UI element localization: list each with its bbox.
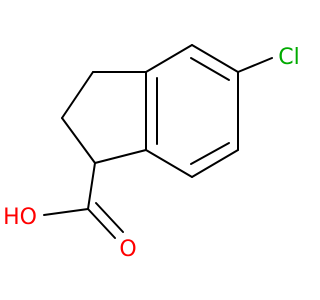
bond-cooh-oh xyxy=(43,208,89,216)
carbonyl-oxygen-atom-label: O xyxy=(119,237,136,262)
chlorine-atom-label: Cl xyxy=(278,45,299,70)
bond-c6-c7-inner xyxy=(190,142,230,165)
bond-c3a-c4 xyxy=(145,44,193,73)
bond-c2-c3 xyxy=(61,71,94,119)
bond-c2-c1 xyxy=(61,117,96,164)
bond-cooh-o-double-b xyxy=(95,202,124,233)
bond-c6-c7 xyxy=(191,149,239,178)
bond-c4-c5 xyxy=(191,44,239,73)
molecule-structure: Cl HO O xyxy=(3,44,300,262)
bond-cooh-o-double-a xyxy=(87,208,116,239)
bond-c7-c7a xyxy=(145,149,193,178)
bond-c1-cooh xyxy=(87,162,96,210)
bond-c4-c5-inner xyxy=(190,57,230,81)
hydroxyl-atom-label: HO xyxy=(3,205,37,230)
bond-c5-cl xyxy=(237,57,273,73)
bond-c1-c7a xyxy=(94,149,147,164)
